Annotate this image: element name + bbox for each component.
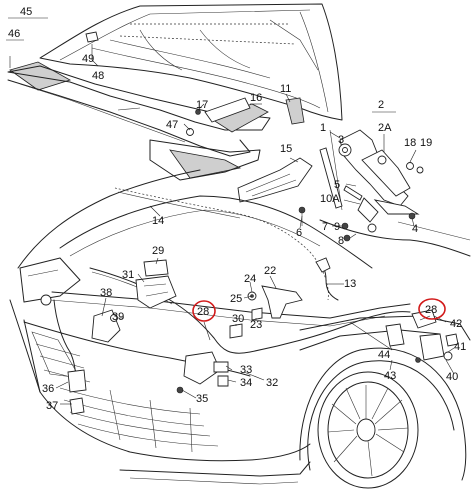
label-16: 16: [250, 92, 262, 104]
label-37: 37: [46, 400, 58, 412]
label-43: 43: [384, 370, 396, 382]
label-38: 38: [100, 287, 112, 299]
front-wheel: [317, 371, 419, 489]
label-39: 39: [112, 311, 124, 323]
label-17: 17: [196, 99, 208, 111]
hood-panel: [39, 3, 343, 121]
label-45: 45: [20, 6, 32, 18]
label-31: 31: [122, 269, 134, 281]
label-15: 15: [280, 143, 292, 155]
lever-22: [261, 285, 303, 319]
label-48: 48: [92, 70, 104, 82]
clip-49: [85, 31, 99, 43]
label-36: 36: [42, 383, 54, 395]
label-2: 2: [378, 99, 384, 111]
label-47: 47: [166, 119, 178, 131]
label-1: 1: [320, 122, 326, 134]
latch-38-39: [40, 294, 121, 385]
label-7: 7: [322, 221, 328, 233]
label-35: 35: [196, 393, 208, 405]
label-4: 4: [412, 223, 418, 235]
label-25: 25: [230, 293, 242, 305]
label-28-right: 28: [425, 304, 437, 316]
label-18: 18: [404, 137, 416, 149]
callout-labels: 45 46 49 48 11 17 16 47 1 2 2A 3 18 19 1…: [8, 6, 466, 412]
label-28-left: 28: [197, 306, 209, 318]
latch-right-40-44: [385, 309, 459, 363]
latch-31: [135, 275, 177, 309]
label-46: 46: [8, 28, 20, 40]
label-29: 29: [152, 245, 164, 257]
label-13: 13: [344, 278, 356, 290]
leader-lines: [6, 17, 455, 405]
cowl-seal-strip: [7, 61, 271, 181]
label-41: 41: [454, 341, 466, 353]
label-2a: 2A: [378, 122, 392, 134]
highlight-28-left: [192, 300, 216, 322]
bracket-15: [237, 157, 313, 203]
label-14: 14: [152, 215, 164, 227]
label-44: 44: [378, 349, 390, 361]
clip-23: [251, 307, 263, 321]
hood-bracket-16: [186, 97, 269, 136]
part-30: [229, 323, 243, 339]
label-40: 40: [446, 371, 458, 383]
label-19: 19: [420, 137, 432, 149]
hood-hinge-assembly: [298, 129, 424, 242]
label-6: 6: [296, 227, 302, 239]
label-30: 30: [232, 313, 244, 325]
vehicle-body: [9, 169, 471, 485]
highlight-28-right: [418, 298, 446, 320]
label-42: 42: [450, 318, 462, 330]
label-5: 5: [334, 179, 340, 191]
label-8: 8: [338, 235, 344, 247]
switch-36-37: [67, 369, 87, 415]
latch-33-34-35: [176, 351, 229, 394]
label-24: 24: [244, 273, 256, 285]
cable-13: [315, 257, 339, 301]
label-32: 32: [266, 377, 278, 389]
label-33: 33: [240, 364, 252, 376]
bracket-29: [143, 259, 169, 277]
label-9: 9: [334, 221, 340, 233]
label-22: 22: [264, 265, 276, 277]
label-34: 34: [240, 377, 252, 389]
pad-11: [285, 97, 305, 125]
label-10a: 10A: [320, 193, 340, 205]
label-23: 23: [250, 319, 262, 331]
label-3: 3: [338, 134, 344, 146]
label-49: 49: [82, 53, 94, 65]
label-11: 11: [280, 83, 291, 95]
